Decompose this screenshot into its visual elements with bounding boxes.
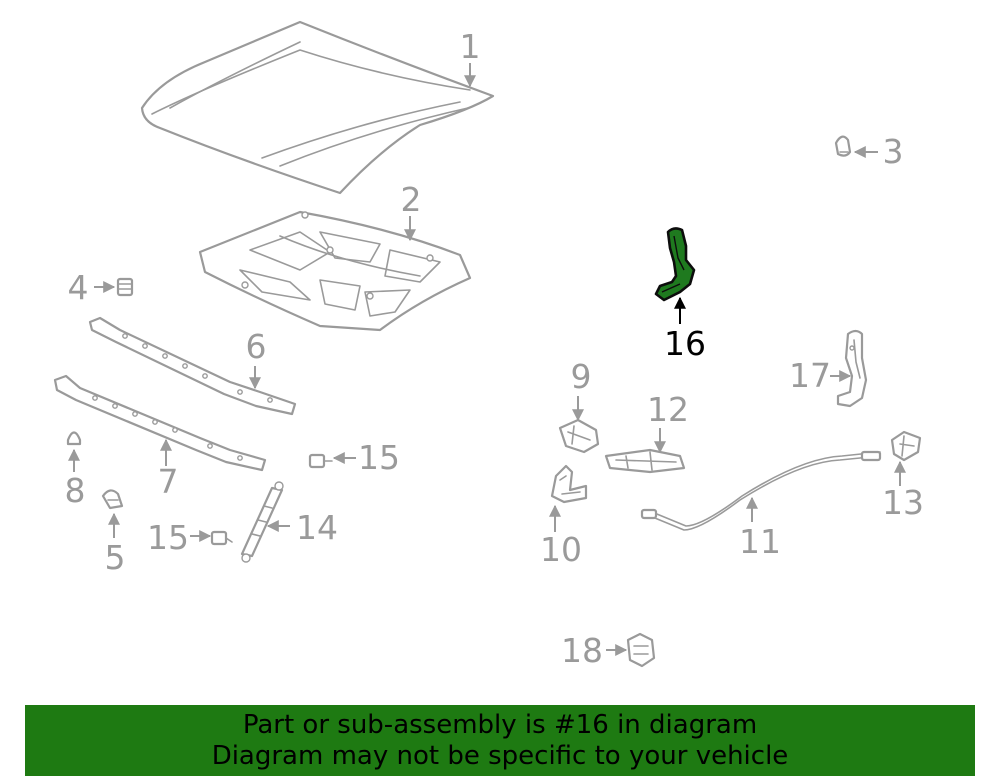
cushion-4 bbox=[116, 277, 134, 297]
info-banner: Part or sub-assembly is #16 in diagram D… bbox=[25, 705, 975, 776]
hood-panel bbox=[140, 20, 495, 195]
banner-line-2: Diagram may not be specific to your vehi… bbox=[211, 741, 789, 771]
callout-6: 6 bbox=[246, 327, 267, 366]
clip-18 bbox=[626, 632, 656, 668]
callout-15-lower: 15 bbox=[147, 518, 189, 557]
parts-diagram: 1 2 3 4 6 bbox=[53, 20, 924, 670]
support-rod-14 bbox=[240, 481, 284, 563]
callout-14: 14 bbox=[296, 508, 338, 547]
clip-3 bbox=[834, 135, 852, 157]
release-cable-11 bbox=[640, 450, 882, 531]
callout-15-upper: 15 bbox=[358, 438, 400, 477]
callout-5: 5 bbox=[105, 538, 126, 577]
callout-7: 7 bbox=[158, 462, 179, 501]
callout-16: 16 bbox=[664, 324, 706, 363]
banner-line-1: Part or sub-assembly is #16 in diagram bbox=[242, 710, 758, 740]
callout-3: 3 bbox=[883, 132, 904, 171]
release-handle-13 bbox=[890, 430, 922, 462]
clip-8 bbox=[66, 431, 82, 446]
callout-1: 1 bbox=[460, 27, 481, 66]
stud-15-lower bbox=[210, 530, 233, 546]
stud-15-upper bbox=[308, 453, 333, 469]
callout-13: 13 bbox=[882, 483, 924, 522]
hood-inner-panel bbox=[198, 210, 472, 332]
hood-lock-9 bbox=[558, 418, 600, 454]
clip-5 bbox=[101, 489, 124, 510]
lock-support-12 bbox=[604, 448, 686, 474]
hood-hinge-16 bbox=[654, 227, 696, 302]
rail-7 bbox=[53, 374, 267, 472]
callout-4: 4 bbox=[68, 268, 89, 307]
callout-9: 9 bbox=[571, 357, 592, 396]
callout-17: 17 bbox=[789, 356, 831, 395]
callout-8: 8 bbox=[65, 471, 86, 510]
callout-12: 12 bbox=[647, 390, 689, 429]
hinge-17 bbox=[836, 329, 868, 408]
callout-2: 2 bbox=[401, 180, 422, 219]
rail-6 bbox=[88, 316, 297, 416]
callout-11: 11 bbox=[739, 522, 781, 561]
catch-10 bbox=[550, 464, 588, 504]
callout-18: 18 bbox=[561, 631, 603, 670]
callout-10: 10 bbox=[540, 530, 582, 569]
